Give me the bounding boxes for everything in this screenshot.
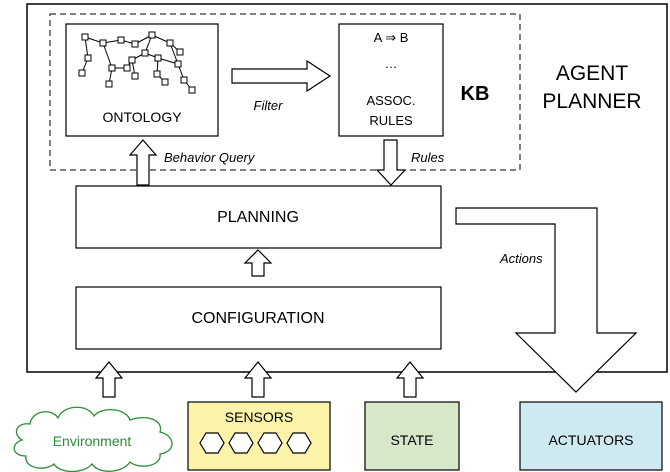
- planning-label: PLANNING: [217, 209, 299, 226]
- behavior-query-arrow: [128, 139, 158, 186]
- actions-arrow: [455, 207, 638, 393]
- rules-arrow: [375, 139, 407, 186]
- filter-label: Filter: [254, 98, 284, 113]
- state-label: STATE: [390, 432, 433, 448]
- configuration-label: CONFIGURATION: [191, 310, 324, 327]
- sensor-hexagons-icon: [199, 432, 312, 454]
- environment-label: Environment: [53, 433, 132, 449]
- kb-label: KB: [461, 83, 490, 105]
- kb-region: [49, 13, 521, 171]
- rules-arrow-label: Rules: [411, 150, 445, 165]
- assoc-label: ASSOC.: [366, 93, 415, 108]
- agent-title-line2: PLANNER: [542, 90, 641, 113]
- configuration-box: [75, 286, 442, 350]
- ontology-box: [65, 23, 219, 137]
- rule-example: A ⇒ B: [374, 30, 409, 45]
- environment-input-arrow: [94, 361, 124, 398]
- actions-label: Actions: [499, 251, 543, 266]
- rules-label: RULES: [369, 113, 413, 128]
- sensors-label: SENSORS: [225, 409, 293, 425]
- behavior-query-label: Behavior Query: [164, 150, 256, 165]
- config-to-planning-arrow: [243, 249, 273, 277]
- actuators-label: ACTUATORS: [548, 432, 633, 448]
- state-box: [364, 401, 460, 471]
- planning-box: [75, 185, 442, 249]
- ontology-label: ONTOLOGY: [102, 109, 182, 125]
- rule-ellipsis: …: [385, 56, 398, 71]
- sensors-input-arrow: [243, 361, 273, 398]
- filter-arrow: [231, 59, 332, 93]
- ontology-graph-icon: [78, 31, 196, 94]
- agent-title-line1: AGENT: [556, 62, 629, 85]
- environment-cloud: [13, 406, 173, 472]
- assoc-rules-box: [338, 23, 444, 137]
- actuators-box: [519, 401, 663, 471]
- state-input-arrow: [395, 361, 425, 398]
